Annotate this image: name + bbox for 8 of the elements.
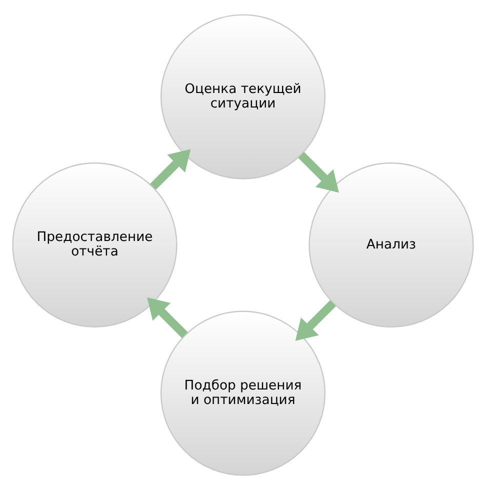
arrow [298,152,339,193]
arrow [147,297,188,338]
node-circle: Подбор решения и оптимизация [160,310,326,476]
arrow [150,149,191,190]
arrow [295,300,336,341]
node-circle: Предоставление отчёта [12,162,178,328]
node-circle: Оценка текущей ситуации [160,14,326,180]
node-circle: Анализ [308,162,474,328]
